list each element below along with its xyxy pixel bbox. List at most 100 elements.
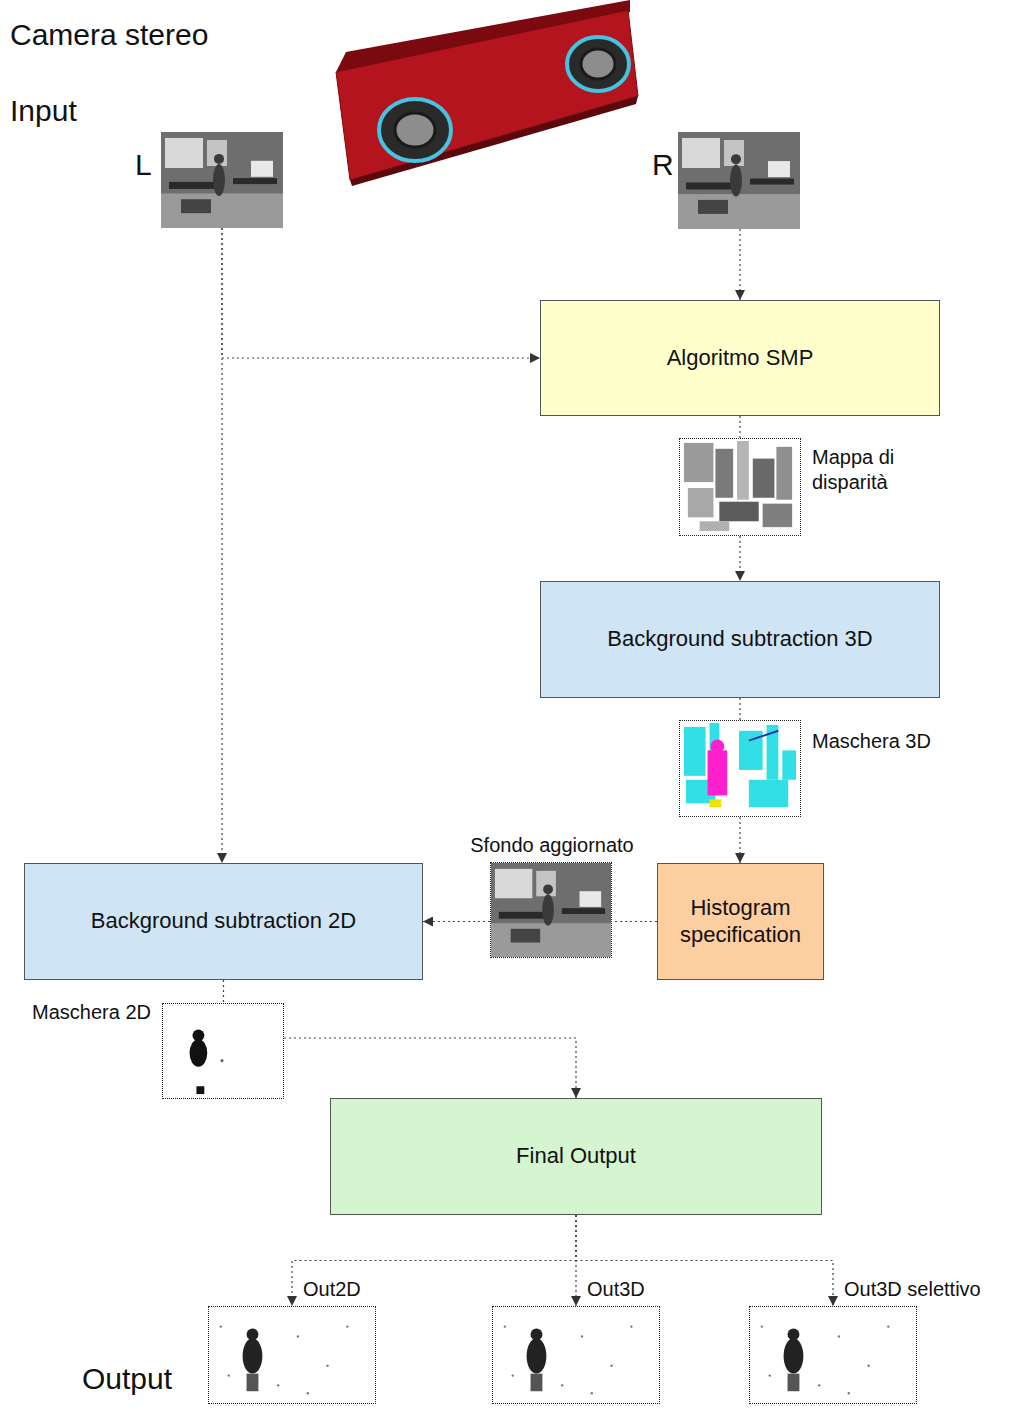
map-patch — [763, 504, 793, 528]
photo-person — [730, 165, 742, 197]
process-box: Final Output — [330, 1098, 822, 1215]
flow-connector — [739, 817, 740, 863]
photo-person — [213, 164, 225, 196]
output-noise — [220, 1325, 222, 1327]
process-box: Background subtraction 2D — [24, 863, 423, 980]
flow-connector — [222, 228, 540, 358]
photo-chair — [511, 929, 541, 943]
photo-window — [207, 140, 227, 166]
output-noise — [887, 1325, 889, 1327]
input-image: L — [161, 132, 283, 228]
image-label: Maschera 2D — [32, 1000, 151, 1025]
photo-desk — [562, 908, 605, 914]
map-patch — [715, 449, 733, 498]
mask-ground — [680, 721, 800, 816]
flow-connector — [292, 1215, 576, 1306]
flow-connector — [223, 980, 224, 1003]
output-noise — [818, 1384, 820, 1386]
flow-connector — [284, 1038, 576, 1098]
output-noise — [848, 1392, 850, 1394]
output-image: Out3D — [492, 1306, 660, 1404]
photo-window — [536, 871, 556, 896]
map-patch — [700, 521, 730, 531]
camera-lens — [567, 37, 629, 91]
output-noise — [504, 1325, 506, 1327]
output-noise — [326, 1365, 328, 1367]
camera-lens — [379, 99, 451, 161]
output-figure-chair — [788, 1374, 800, 1392]
photo-desk — [750, 179, 794, 185]
flow-connector — [739, 698, 740, 720]
output-figure-head — [788, 1329, 800, 1341]
photo-ground — [678, 132, 800, 229]
photo-floor — [491, 923, 611, 957]
output-noise — [512, 1374, 514, 1376]
process-box: Algoritmo SMP — [540, 300, 940, 416]
photo-monitor — [251, 161, 273, 177]
input-image: R — [678, 132, 800, 229]
thumbnail-image — [161, 132, 283, 228]
image-label: R — [652, 146, 674, 184]
output-noise — [307, 1392, 309, 1394]
flow-connector — [739, 229, 740, 300]
photo-window — [165, 138, 203, 168]
photo-desk — [686, 182, 734, 189]
flow-connector — [739, 536, 740, 581]
mask-patch — [782, 750, 796, 779]
box-label: Final Output — [516, 1143, 636, 1169]
thumbnail-image — [680, 439, 800, 535]
map-patch — [753, 459, 775, 498]
mask-2d: Maschera 2D — [162, 1003, 284, 1099]
mask-3d: Maschera 3D — [679, 720, 801, 817]
map-patch — [737, 441, 749, 500]
thumbnail-image — [209, 1307, 375, 1403]
photo-window — [495, 869, 532, 898]
flow-connector — [221, 228, 222, 863]
camera-body — [336, 10, 638, 180]
thumbnail-image — [680, 721, 800, 816]
map-ground — [680, 439, 800, 535]
output-noise — [228, 1374, 230, 1376]
output-noise — [630, 1325, 632, 1327]
mask-person — [708, 750, 728, 795]
mask-patch — [684, 727, 706, 776]
output-noise — [591, 1392, 593, 1394]
mask-dot — [221, 1059, 224, 1062]
thumbnail-image — [493, 1307, 659, 1403]
output-figure — [243, 1338, 263, 1373]
photo-chair — [698, 200, 728, 214]
thumbnail-image — [163, 1004, 283, 1098]
photo-floor — [678, 194, 800, 229]
map-patch — [684, 443, 714, 482]
mask-blob — [193, 1029, 205, 1041]
image-label: Sfondo aggiornato — [442, 833, 662, 858]
photo-monitor — [768, 161, 790, 177]
photo-monitor — [580, 891, 602, 907]
map-patch — [776, 447, 792, 500]
output-noise — [297, 1335, 299, 1337]
box-label: Background subtraction 3D — [607, 626, 872, 652]
box-label: Algoritmo SMP — [667, 345, 814, 371]
image-label: Out3D selettivo — [844, 1277, 981, 1302]
process-box: Histogram specification — [657, 863, 824, 980]
output-noise — [838, 1335, 840, 1337]
camera-lens-glass — [581, 49, 615, 79]
photo-ground — [491, 863, 611, 957]
flow-connector — [739, 416, 740, 438]
photo-ground — [161, 132, 283, 228]
box-label: Histogram specification — [668, 895, 813, 948]
output-figure-chair — [247, 1374, 259, 1392]
photo-desk — [169, 182, 217, 189]
output-noise — [277, 1384, 279, 1386]
disparity-map: Mappa di disparità — [679, 438, 801, 536]
photo-desk — [499, 912, 546, 919]
mask-patch — [710, 799, 722, 807]
photo-person-head — [543, 884, 553, 894]
section-label: Output — [82, 1362, 172, 1396]
image-label: Maschera 3D — [812, 729, 931, 754]
section-label: Camera stereo — [10, 18, 208, 52]
output-image: Out2D — [208, 1306, 376, 1404]
flow-connector — [423, 921, 490, 922]
photo-desk — [233, 178, 277, 184]
